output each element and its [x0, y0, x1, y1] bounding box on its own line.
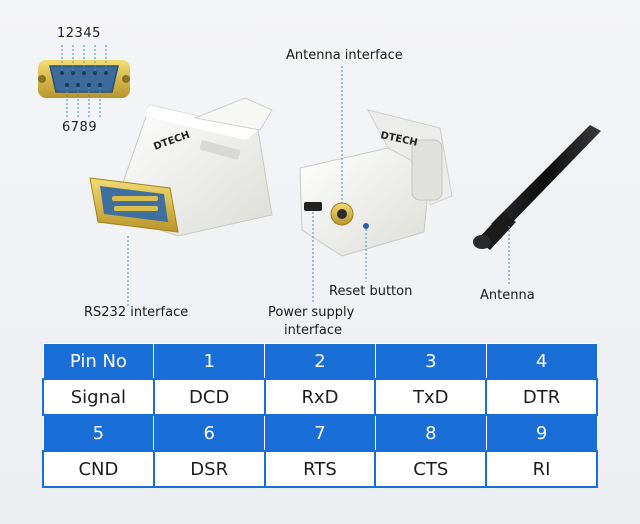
pinout-table: Pin No 1 2 3 4 Signal DCD RxD TxD DTR 5 …	[42, 343, 598, 488]
header-pin-no: Pin No	[42, 343, 155, 380]
table-cell: CND	[42, 450, 155, 488]
table-cell: DCD	[152, 378, 266, 416]
table-row: Pin No 1 2 3 4	[42, 343, 598, 380]
antenna-label: Antenna	[480, 288, 535, 303]
table-cell: 3	[374, 343, 487, 380]
header-signal: Signal	[42, 378, 155, 416]
antenna-interface-label: Antenna interface	[286, 48, 403, 63]
table-row: Signal DCD RxD TxD DTR	[42, 378, 598, 416]
table-cell: DSR	[152, 450, 266, 488]
adapter-front-side: DTECH	[299, 66, 453, 302]
table-cell: CTS	[374, 450, 488, 488]
table-cell: 9	[485, 414, 598, 452]
pin-numbers-bottom: 6789	[62, 120, 98, 135]
table-cell: RxD	[263, 378, 377, 416]
table-cell: 2	[264, 343, 376, 380]
table-cell: 6	[153, 414, 266, 452]
table-cell: 7	[264, 414, 376, 452]
table-cell: RTS	[263, 450, 377, 488]
table-cell: 8	[374, 414, 487, 452]
pin-numbers-top: 12345	[57, 26, 101, 41]
table-cell: DTR	[485, 378, 598, 416]
power-supply-label-line1: Power supply	[268, 305, 355, 320]
rs232-interface-label: RS232 interface	[84, 305, 189, 320]
table-cell: TxD	[374, 378, 488, 416]
table-row: CND DSR RTS CTS RI	[42, 450, 598, 488]
table-cell: RI	[485, 450, 598, 488]
table-cell: 4	[485, 343, 598, 380]
adapter-rs232-side: DTECH	[89, 97, 273, 306]
table-row: 5 6 7 8 9	[42, 414, 598, 452]
power-supply-label-line2: interface	[284, 323, 342, 338]
db9-connector-icon	[38, 45, 130, 118]
reset-button-label: Reset button	[329, 284, 413, 299]
table-cell: 1	[153, 343, 266, 380]
antenna-illustration	[473, 125, 601, 286]
table-cell: 5	[42, 414, 155, 452]
